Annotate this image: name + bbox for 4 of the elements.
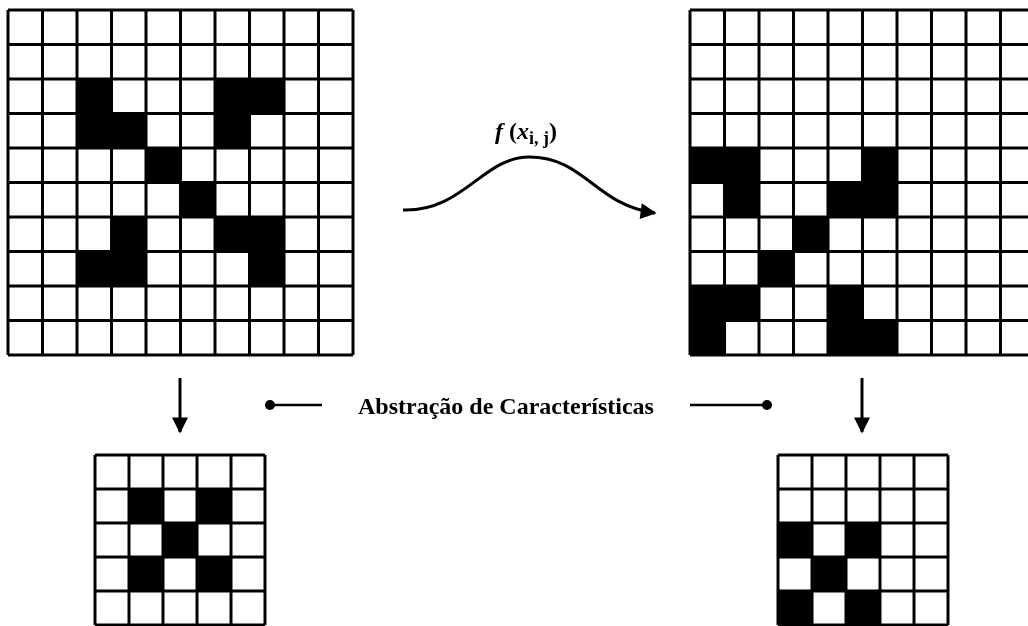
arrow (854, 378, 870, 434)
arrow (402, 155, 657, 219)
arrow (172, 378, 188, 434)
caption-text: Abstração de Características (357, 392, 655, 421)
